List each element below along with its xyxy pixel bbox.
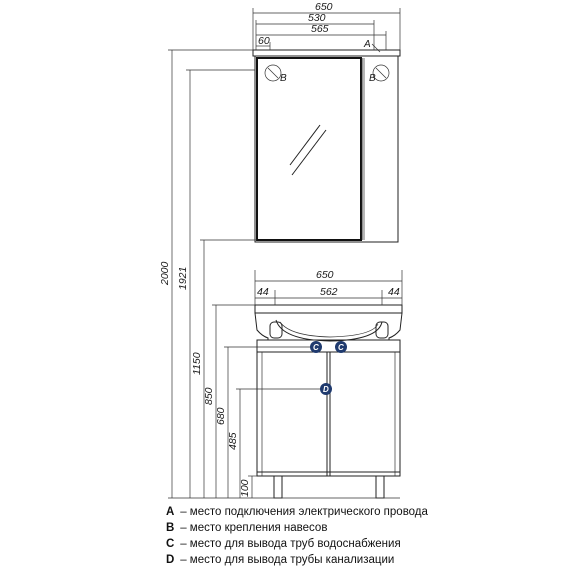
height-2000: 2000 [159, 261, 171, 286]
svg-text:C: C [313, 343, 319, 352]
marker-a: A [363, 39, 381, 53]
vanity-dimensions: 650 44 562 44 [254, 269, 403, 305]
mirror-cabinet: B B A [252, 39, 401, 243]
marker-b-right: B [369, 64, 390, 84]
svg-text:B: B [369, 73, 376, 84]
height-485: 485 [227, 432, 239, 450]
height-100: 100 [239, 479, 251, 497]
vanity-width-650: 650 [316, 269, 334, 281]
height-dimensions: 2000 1921 1150 850 680 485 100 [159, 49, 400, 499]
svg-text:B: B [280, 73, 287, 84]
vanity-leg-left [273, 475, 283, 499]
mirror-width-530: 530 [308, 12, 326, 24]
marker-b-left: B [264, 64, 287, 84]
legend-row-c: C – место для вывода труб водоснабжения [166, 538, 401, 550]
vanity-side-right-44: 44 [388, 286, 400, 298]
height-1921: 1921 [177, 267, 189, 290]
vanity-width-562: 562 [320, 286, 338, 298]
mirror-reflection [289, 124, 327, 176]
legend: A – место подключения электрического про… [166, 504, 526, 568]
mirror-width-565: 565 [311, 23, 329, 35]
height-850: 850 [203, 387, 215, 405]
legend-row-d: D – место для вывода трубы канализации [166, 554, 395, 566]
vanity-leg-right [375, 475, 385, 499]
mirror-door [256, 57, 362, 241]
marker-c-left: C [310, 341, 322, 353]
svg-text:C: C [338, 343, 344, 352]
mirror-dimensions: 650 530 565 60 [252, 1, 401, 50]
svg-text:D: D [323, 385, 329, 394]
height-1150: 1150 [191, 352, 203, 375]
vanity-unit: C C D [254, 304, 403, 499]
height-680: 680 [215, 407, 227, 425]
svg-text:A: A [363, 39, 371, 50]
legend-row-b: B – место крепления навесов [166, 522, 328, 534]
vanity-side-left-44: 44 [257, 286, 269, 298]
mirror-offset-60: 60 [258, 35, 270, 47]
mirror-width-650: 650 [315, 1, 333, 13]
legend-row-a: A – место подключения электрического про… [166, 506, 428, 518]
marker-c-right: C [335, 341, 347, 353]
marker-d: D [320, 383, 332, 395]
